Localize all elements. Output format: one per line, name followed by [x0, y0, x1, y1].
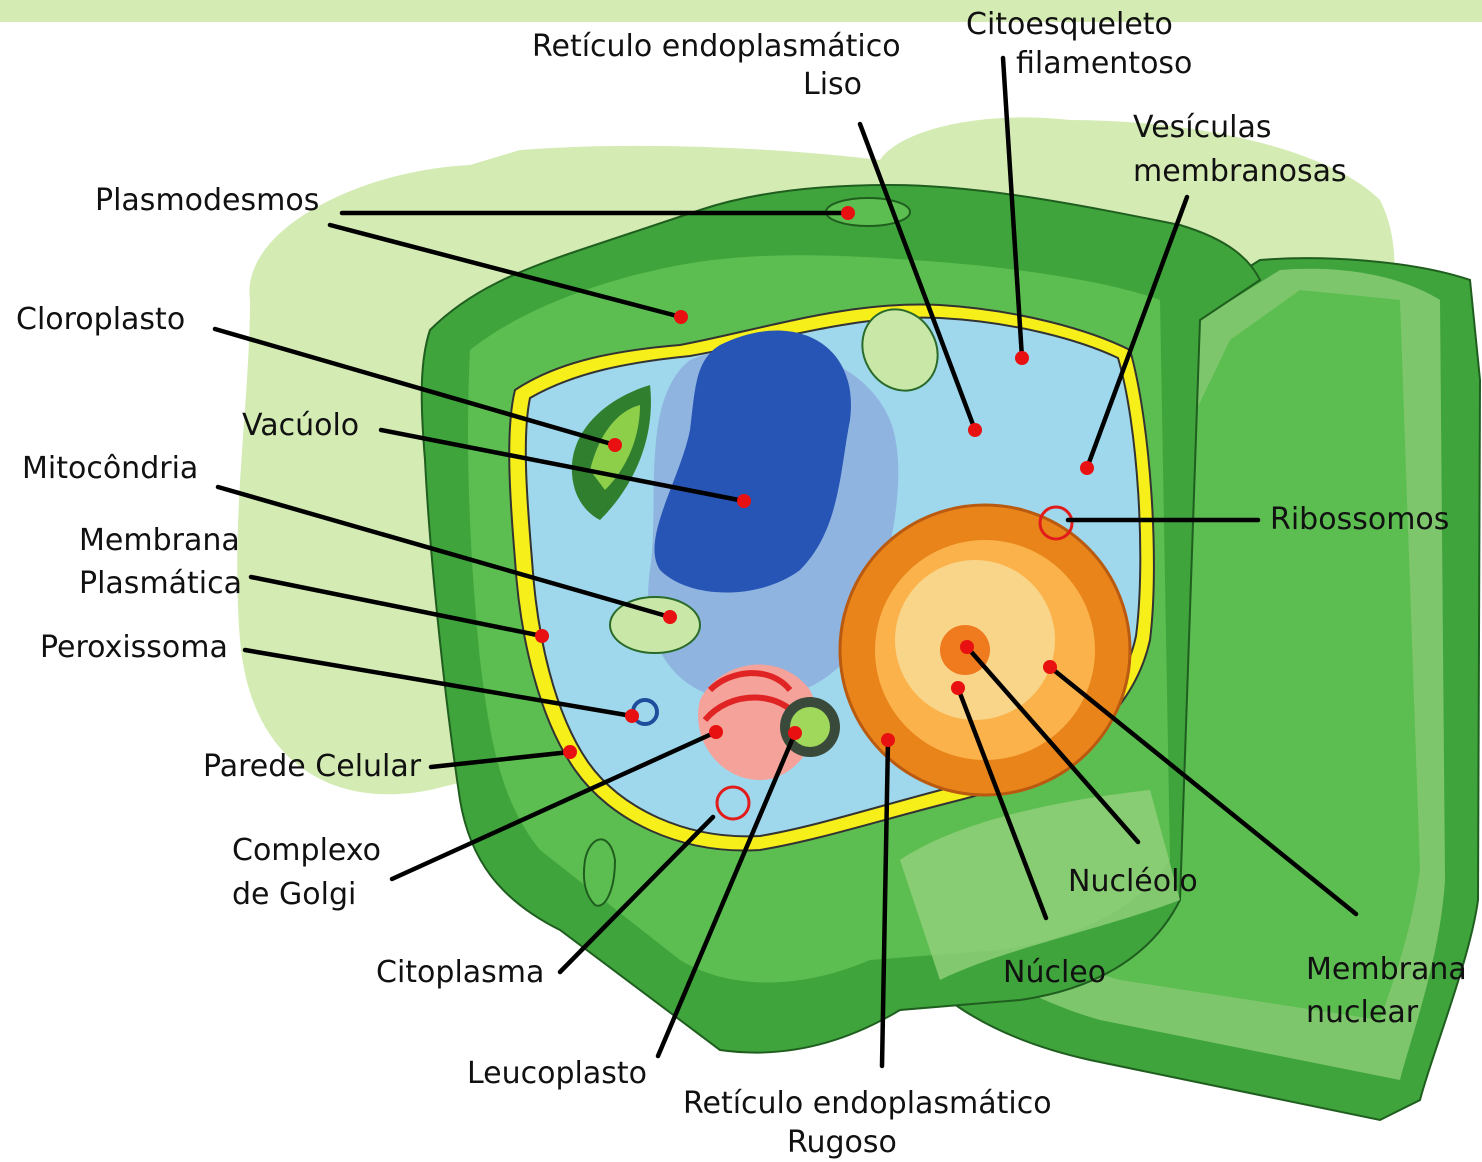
label-peroxissoma: Peroxissoma: [40, 630, 228, 665]
label-membrana-plasmatica: Membrana: [79, 523, 240, 558]
label-re-liso: Retículo endoplasmático: [532, 29, 901, 64]
label-citoesqueleto: Citoesqueleto: [966, 7, 1173, 42]
label-plasmodesmos: Plasmodesmos: [95, 183, 319, 218]
label-re-rugoso: Retículo endoplasmático: [683, 1086, 1052, 1121]
nucleus: [840, 505, 1130, 795]
label-golgi-2: de Golgi: [232, 877, 356, 912]
label-membrana-nuclear: Membrana: [1306, 952, 1467, 987]
label-re-liso-2: Liso: [803, 67, 862, 102]
label-cloroplasto: Cloroplasto: [16, 302, 185, 337]
label-nucleolo: Nucléolo: [1068, 864, 1198, 899]
label-citoesqueleto-2: filamentoso: [1016, 46, 1192, 81]
label-re-rugoso-2: Rugoso: [787, 1125, 897, 1160]
label-mitocondria: Mitocôndria: [22, 451, 198, 486]
label-vacuolo: Vacúolo: [242, 408, 359, 443]
label-leucoplasto: Leucoplasto: [467, 1056, 647, 1091]
label-parede-celular: Parede Celular: [203, 749, 422, 784]
label-membrana-nuclear-2: nuclear: [1306, 995, 1419, 1030]
label-citoplasma: Citoplasma: [376, 955, 544, 990]
label-golgi: Complexo: [232, 833, 381, 868]
label-vesiculas: Vesículas: [1133, 110, 1271, 145]
label-vesiculas-2: membranosas: [1133, 154, 1347, 189]
label-ribossomos: Ribossomos: [1270, 502, 1449, 537]
label-membrana-plasmatica-2: Plasmática: [79, 566, 242, 601]
label-nucleo: Núcleo: [1003, 955, 1106, 990]
